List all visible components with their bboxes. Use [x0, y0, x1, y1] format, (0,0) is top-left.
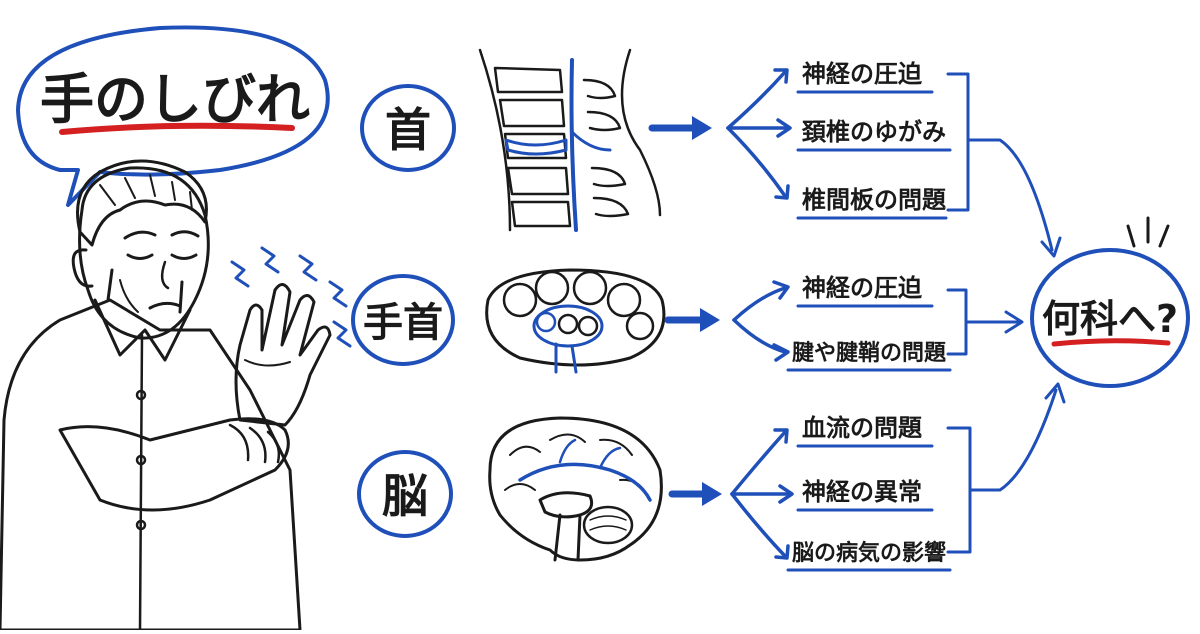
cause-label: 神経の圧迫 [802, 274, 923, 302]
causes-brain: 血流の問題 神経の異常 脳の病気の影響 [786, 414, 952, 572]
branch-neck [726, 68, 792, 200]
arrow-brain [668, 482, 722, 506]
cause-label: 椎間板の問題 [802, 186, 947, 214]
source-brain-label: 脳 [382, 469, 428, 523]
speech-bubble: 手のしびれ [16, 25, 330, 207]
bracket-brain [946, 382, 1066, 554]
causes-neck: 神経の圧迫 頚椎のゆがみ 椎間板の問題 [796, 60, 952, 220]
source-neck-label: 首 [385, 103, 431, 157]
cause-label: 腱や腱鞘の問題 [792, 341, 947, 366]
arrow-wrist [664, 308, 720, 332]
cause-label: 血流の問題 [802, 414, 923, 442]
speech-bubble-text: 手のしびれ [40, 68, 310, 131]
source-wrist-label: 手首 [363, 300, 443, 346]
speech-bubble-underline [59, 122, 295, 135]
arrow-neck [648, 116, 712, 140]
man-illustration [0, 159, 352, 632]
cervical-spine-illustration [478, 48, 662, 232]
wrist-cross-section-illustration [485, 268, 666, 374]
source-neck-circle [360, 84, 456, 172]
cause-label: 頚椎のゆがみ [801, 118, 946, 146]
branch-brain [730, 428, 794, 560]
cause-label: 神経の異常 [802, 478, 922, 506]
causes-wrist: 神経の圧迫 腱や腱鞘の問題 [786, 274, 952, 372]
cause-label: 脳の病気の影響 [792, 540, 946, 566]
cause-label: 神経の圧迫 [802, 60, 923, 88]
destination-underline [1051, 338, 1171, 347]
destination: 何科へ? [1030, 216, 1190, 388]
destination-text: 何科へ? [1042, 297, 1178, 341]
source-brain-circle [357, 450, 453, 538]
source-wrist: 手首 [351, 274, 455, 366]
bracket-wrist [946, 288, 1024, 356]
source-brain: 脳 [357, 450, 453, 538]
branch-wrist [732, 280, 790, 362]
bracket-neck [946, 72, 1062, 258]
destination-circle [1030, 248, 1190, 388]
source-neck: 首 [360, 84, 456, 172]
brain-illustration [488, 416, 663, 562]
source-wrist-circle [351, 274, 455, 366]
